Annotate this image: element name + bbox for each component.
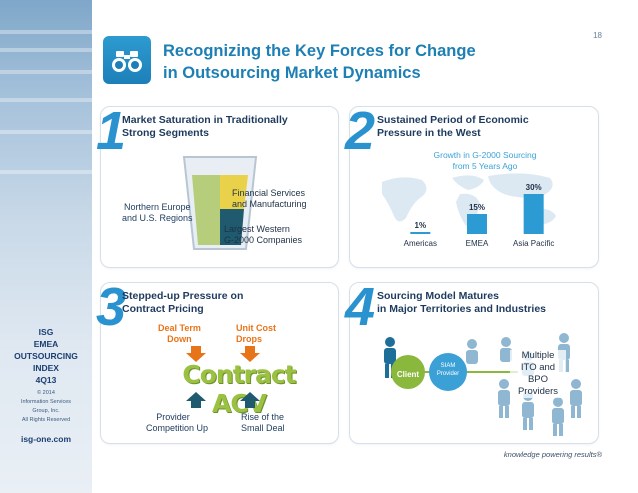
footer-tagline: knowledge powering results® xyxy=(503,450,602,459)
panel-title-line: Sourcing Model Matures xyxy=(377,290,499,302)
right-top-segment-label: Financial Services and Manufacturing xyxy=(232,188,307,210)
growth-bar-chart: 1% Americas 15% EMEA 30% Asia Pacific xyxy=(404,183,555,248)
copyright-line: All Rights Reserved xyxy=(21,417,71,423)
client-label: Client xyxy=(396,370,420,379)
label-line: Provider xyxy=(436,371,460,377)
panel-title-line: Stepped-up Pressure on xyxy=(122,290,244,302)
chart-title: Growth in G-2000 Sourcing from 5 Years A… xyxy=(410,150,560,172)
arrow-up-icon xyxy=(186,392,206,408)
copyright-line: © 2014 xyxy=(37,390,55,396)
sidebar-stripe xyxy=(0,170,92,174)
panel-number: 1 xyxy=(96,101,127,161)
label-line: Largest Western xyxy=(224,224,290,234)
panel-title-line: Strong Segments xyxy=(122,127,209,139)
label-line: Rise of the xyxy=(241,412,285,422)
label-line: G-2000 Companies xyxy=(224,235,303,245)
label-line: ITO and xyxy=(520,362,556,373)
panel-title-line: Market Saturation in Traditionally xyxy=(122,114,288,126)
bar-value-label: 15% xyxy=(469,203,485,212)
arrow-down-icon xyxy=(186,346,206,362)
bar-emea xyxy=(467,214,487,234)
provider-competition-label: Provider Competition Up xyxy=(128,412,208,434)
panel-title: Sourcing Model Matures in Major Territor… xyxy=(377,290,546,316)
sidebar-stripe xyxy=(0,70,92,74)
panel-title-line: Contract Pricing xyxy=(122,303,204,315)
label-line: and Manufacturing xyxy=(232,199,307,209)
small-deal-label: Rise of the Small Deal xyxy=(241,412,285,434)
panel-number: 4 xyxy=(345,277,376,337)
sidebar-stripe xyxy=(0,130,92,134)
label-line: Competition Up xyxy=(145,423,208,433)
category-label: EMEA xyxy=(466,239,489,248)
bar-asia-pacific xyxy=(523,194,544,234)
label-line: Provider xyxy=(156,412,190,422)
arrow-down-icon xyxy=(240,346,260,362)
panel-title: Market Saturation in Traditionally Stron… xyxy=(122,114,288,140)
panel-title: Sustained Period of Economic Pressure in… xyxy=(377,114,529,140)
glass-graphic xyxy=(182,156,258,250)
label-line: and U.S. Regions xyxy=(122,213,193,223)
siam-provider-label: SIAM Provider xyxy=(428,362,468,378)
label-line: Financial Services xyxy=(232,188,306,198)
left-segment-label: Northern Europe and U.S. Regions xyxy=(122,202,193,224)
deal-term-label: Deal Term Down xyxy=(158,323,201,345)
chart-title-line: Growth in G-2000 Sourcing xyxy=(433,150,537,160)
panel-number: 2 xyxy=(345,101,376,161)
label-line: Northern Europe xyxy=(124,202,191,212)
label-line: Providers xyxy=(517,386,559,397)
site-url[interactable]: isg-one.com xyxy=(20,434,72,444)
panel-contract-pricing xyxy=(100,282,339,444)
binoculars-icon xyxy=(103,36,151,84)
page-number: 18 xyxy=(593,31,602,40)
title-line: in Outsourcing Market Dynamics xyxy=(163,64,421,82)
category-label: Asia Pacific xyxy=(513,239,554,248)
panel-title-line: Sustained Period of Economic xyxy=(377,114,529,126)
copyright: © 2014 Information Services Group, Inc. … xyxy=(0,389,92,425)
siam-provider-node xyxy=(429,353,467,391)
label-line: Multiple xyxy=(521,350,555,361)
title-line: Recognizing the Key Forces for Change xyxy=(163,42,476,60)
index-line: ISG xyxy=(38,327,54,337)
panel-title-line: in Major Territories and Industries xyxy=(377,303,547,315)
index-line: OUTSOURCING xyxy=(14,351,78,361)
unit-cost-label: Unit Cost Drops xyxy=(236,323,276,345)
bar-value-label: 30% xyxy=(526,183,542,192)
copyright-line: Group, Inc. xyxy=(32,408,60,414)
index-label: ISG EMEA OUTSOURCING INDEX 4Q13 xyxy=(0,326,92,386)
index-line: EMEA xyxy=(33,339,59,349)
page-title: Recognizing the Key Forces for Change in… xyxy=(163,40,476,84)
panel-title: Stepped-up Pressure on Contract Pricing xyxy=(122,290,243,316)
multiple-providers-label: Multiple ITO and BPO Providers xyxy=(510,350,566,398)
label-line: Unit Cost xyxy=(236,323,276,333)
bar-value-label: 1% xyxy=(415,221,427,230)
index-line: 4Q13 xyxy=(35,375,57,385)
panel-number: 3 xyxy=(96,277,127,337)
sidebar: ISG EMEA OUTSOURCING INDEX 4Q13 © 2014 I… xyxy=(0,0,92,493)
arrow-up-icon xyxy=(240,392,260,408)
contract-acv-label: Contract ACV xyxy=(182,360,296,418)
bar-americas xyxy=(410,232,431,234)
label-line: BPO xyxy=(527,374,549,385)
label-line: Down xyxy=(167,334,192,344)
label-line: Deal Term xyxy=(158,323,201,333)
label-line: Small Deal xyxy=(241,423,285,433)
category-label: Americas xyxy=(404,239,437,248)
copyright-line: Information Services xyxy=(20,399,72,405)
chart-title-line: from 5 Years Ago xyxy=(452,161,518,171)
right-bottom-segment-label: Largest Western G-2000 Companies xyxy=(224,224,302,246)
sidebar-stripe xyxy=(0,30,92,34)
label-line: SIAM xyxy=(440,363,456,369)
label-line: Drops xyxy=(236,334,263,344)
sidebar-stripe xyxy=(0,98,92,102)
panel-title-line: Pressure in the West xyxy=(377,127,481,139)
sourcing-model-diagram xyxy=(384,333,582,436)
sidebar-stripe xyxy=(0,48,92,52)
client-node xyxy=(391,355,425,389)
index-line: INDEX xyxy=(33,363,59,373)
